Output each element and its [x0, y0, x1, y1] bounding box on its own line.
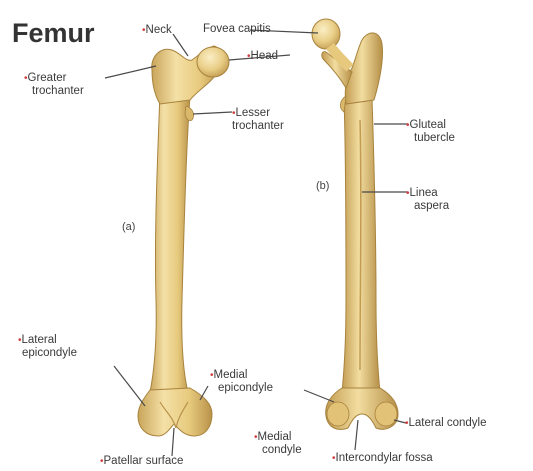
label-head-text: Head: [251, 50, 279, 62]
label-gluteal-tubercle: •Gluteal tubercle: [406, 119, 455, 144]
label-medial-epicondyle: •Medial epicondyle: [210, 369, 273, 394]
label-gluteal-line2: tubercle: [406, 132, 455, 144]
label-lesser-line2: trochanter: [232, 120, 284, 132]
label-intercondylar-fossa: •Intercondylar fossa: [332, 452, 433, 465]
femur-b-head: [312, 19, 340, 49]
leader-lesser: [193, 112, 232, 114]
label-med-con-line2: condyle: [254, 444, 302, 456]
label-patellar-surface: •Patellar surface: [100, 455, 183, 468]
label-med-epi-line1: Medial: [214, 369, 248, 381]
label-neck: •Neck: [142, 24, 172, 37]
label-linea-line2: aspera: [406, 200, 449, 212]
femur-a-shaft: [150, 92, 190, 392]
label-intercondylar-text: Intercondylar fossa: [336, 452, 433, 464]
label-med-epi-line2: epicondyle: [210, 382, 273, 394]
label-greater-trochanter: •Greater trochanter: [24, 72, 84, 97]
femur-b-greater-trochanter: [345, 33, 382, 104]
label-patellar-text: Patellar surface: [104, 455, 184, 467]
femur-b-linea-aspera: [360, 120, 361, 370]
label-fovea-text: Fovea capitis: [203, 23, 271, 35]
leader-medial-condyle: [304, 390, 334, 402]
label-fovea-capitis: Fovea capitis: [203, 23, 271, 35]
label-gluteal-line1: Gluteal: [410, 119, 446, 131]
femur-b-medial-condyle: [327, 402, 349, 426]
label-lat-epi-line1: Lateral: [22, 334, 57, 346]
view-label-a: (a): [122, 221, 135, 233]
label-linea-aspera: •Linea aspera: [406, 187, 449, 212]
label-neck-text: Neck: [146, 24, 172, 36]
femur-a-lesser-trochanter: [185, 106, 194, 121]
label-med-con-line1: Medial: [258, 431, 292, 443]
diagram-title: Femur: [12, 18, 95, 49]
leader-greater: [105, 66, 156, 78]
leader-patellar: [172, 428, 174, 456]
label-greater-line1: Greater: [28, 72, 67, 84]
label-head: •Head: [247, 50, 278, 63]
label-lesser-line1: Lesser: [236, 107, 271, 119]
label-lateral-condyle-text: Lateral condyle: [409, 417, 487, 429]
femur-a-distal: [138, 388, 212, 436]
label-lesser-trochanter: •Lesser trochanter: [232, 107, 284, 132]
label-greater-line2: trochanter: [24, 85, 84, 97]
view-label-b: (b): [316, 180, 329, 192]
femur-a-head: [197, 47, 229, 77]
femur-posterior: [312, 19, 398, 430]
label-lat-epi-line2: epicondyle: [18, 347, 77, 359]
label-lateral-epicondyle: •Lateral epicondyle: [18, 334, 77, 359]
label-medial-condyle: •Medial condyle: [254, 431, 302, 456]
femur-b-lateral-condyle: [375, 402, 397, 426]
leader-lat-epi: [114, 366, 145, 406]
leader-intercondylar: [355, 420, 358, 450]
label-linea-line1: Linea: [410, 187, 438, 199]
label-lateral-condyle: •Lateral condyle: [405, 417, 487, 430]
